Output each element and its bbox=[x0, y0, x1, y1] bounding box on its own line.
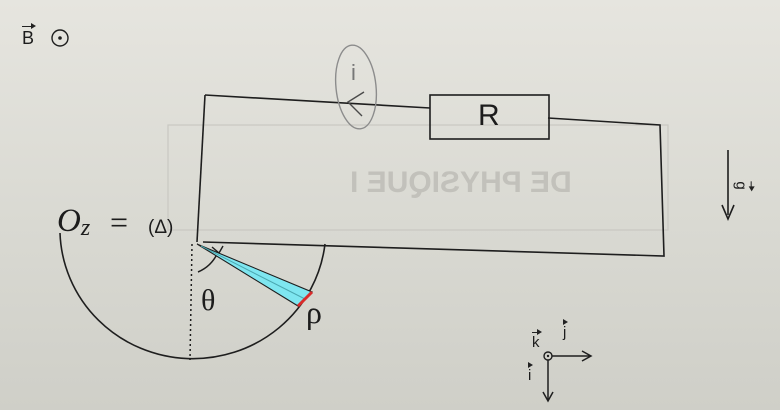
wire-top-left bbox=[204, 94, 431, 109]
origin-letter: O bbox=[57, 203, 81, 239]
current-annotation-circle bbox=[334, 44, 378, 130]
wire-left bbox=[196, 94, 206, 243]
wire-right-bottom bbox=[202, 117, 665, 257]
gravity-vector-letter: g bbox=[732, 181, 750, 190]
current-label: i bbox=[351, 60, 356, 85]
resistor-label: R bbox=[478, 99, 500, 132]
axis-origin-dot-icon bbox=[546, 354, 550, 358]
gravity-arrow-icon bbox=[721, 204, 735, 222]
axis-k-label: k bbox=[532, 329, 541, 351]
axis-j-arrow-icon bbox=[581, 350, 593, 362]
current-arrow-icon bbox=[346, 91, 365, 117]
gravity-label: g bbox=[732, 181, 750, 190]
axis-i-arrow-icon bbox=[542, 391, 554, 403]
field-vector-letter: B bbox=[22, 23, 37, 48]
angle-theta-label: θ bbox=[201, 284, 216, 317]
rod-centerline bbox=[200, 245, 306, 300]
rod-contact-tip bbox=[296, 290, 314, 308]
axis-i-letter: i bbox=[528, 362, 534, 384]
field-circle-icon bbox=[51, 29, 69, 47]
axis-j-letter: j bbox=[563, 319, 569, 341]
bleed-through-frame bbox=[167, 124, 669, 231]
resistor bbox=[429, 94, 550, 140]
axis-i-label: i bbox=[528, 362, 534, 384]
bleed-through-text: DE PHYSIQUE I bbox=[350, 166, 572, 199]
field-label: B bbox=[22, 23, 37, 48]
origin-subscript: z bbox=[80, 215, 91, 241]
vertical-reference-line bbox=[189, 243, 193, 361]
field-dot-icon bbox=[58, 36, 62, 40]
axis-j-label: j bbox=[563, 319, 569, 341]
radius-rho-label: ρ bbox=[306, 294, 322, 330]
origin-label: Oz bbox=[57, 203, 91, 241]
axis-delta-label: (Δ) bbox=[148, 217, 174, 238]
axis-k-letter: k bbox=[532, 329, 541, 351]
origin-equals: = bbox=[110, 204, 129, 240]
